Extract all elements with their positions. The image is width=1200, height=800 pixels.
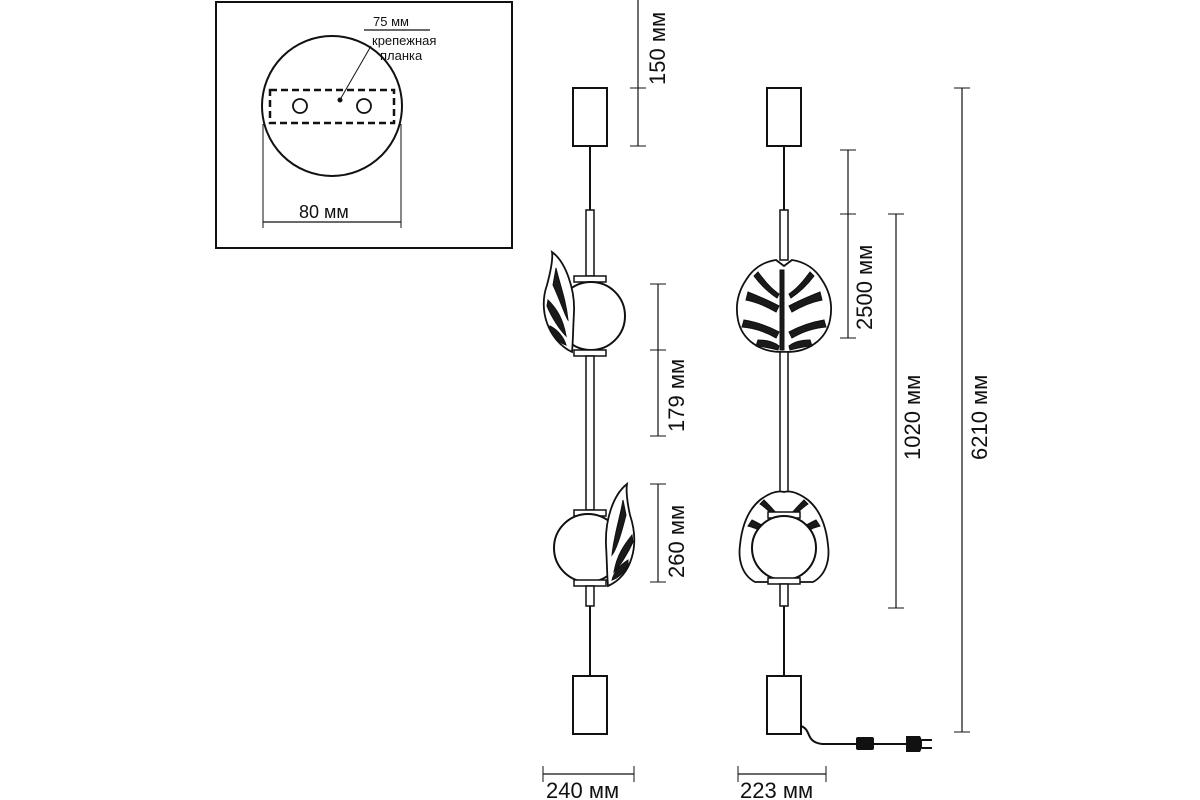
total-height-label: 6210 мм — [967, 375, 992, 460]
side-upper-shade — [542, 250, 626, 357]
front-top-canopy — [766, 87, 802, 147]
bracket-center-dot — [337, 97, 343, 103]
front-width-label: 223 мм — [740, 778, 813, 800]
side-lower-shade — [553, 481, 636, 588]
base-diameter-label: 80 мм — [299, 202, 349, 222]
mounting-detail: 75 мм крепежная планка 80 мм — [215, 1, 513, 249]
power-cable — [800, 725, 932, 752]
bracket-width-label: 75 мм — [373, 14, 409, 29]
plug-icon — [906, 736, 922, 752]
side-width-label: 240 мм — [546, 778, 619, 800]
bracket-hole-right — [356, 98, 372, 114]
bracket-hole-left — [292, 98, 308, 114]
shade-spacing-label: 179 мм — [664, 359, 689, 432]
front-rod-lower — [779, 583, 789, 607]
front-bottom-canopy — [766, 675, 802, 735]
side-rod-upper — [585, 209, 595, 277]
front-rod-upper — [779, 209, 789, 261]
front-upper-leaf — [735, 259, 833, 353]
cable-length-label: 2500 мм — [852, 245, 877, 330]
side-view: 150 мм 179 мм 260 мм 240 мм — [542, 0, 689, 800]
bracket-name-label-2: планка — [380, 48, 423, 63]
shade-height-label: 260 мм — [664, 505, 689, 578]
lamp-height-label: 1020 мм — [900, 375, 925, 460]
mounting-bracket — [268, 88, 396, 125]
top-offset-label: 150 мм — [645, 12, 670, 85]
side-top-canopy — [572, 87, 608, 147]
side-bottom-canopy — [572, 675, 608, 735]
bracket-name-label: крепежная — [372, 33, 436, 48]
front-view: 2500 мм 1020 мм 6210 мм 223 мм — [735, 87, 992, 800]
base-circle — [261, 35, 403, 177]
front-lower-shade — [738, 490, 830, 585]
side-rod-middle — [585, 355, 595, 511]
side-rod-lower — [585, 585, 595, 607]
inline-switch-icon — [856, 737, 874, 750]
front-rod-middle — [779, 351, 789, 493]
